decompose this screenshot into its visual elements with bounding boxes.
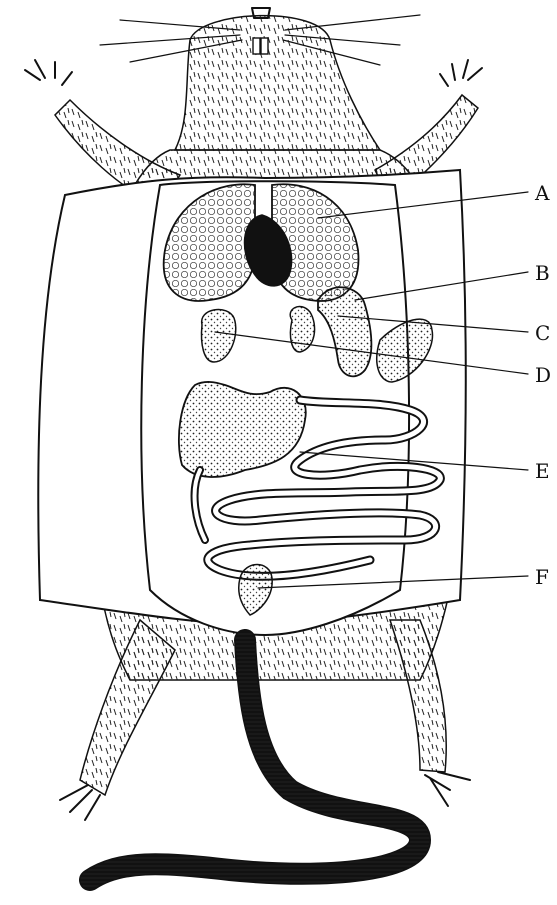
labels: A B C D E F: [534, 181, 551, 589]
label-a: A: [534, 181, 550, 205]
label-e: E: [535, 459, 550, 483]
label-f: F: [535, 565, 549, 589]
label-c: C: [535, 321, 550, 345]
label-d: D: [535, 363, 551, 387]
label-b: B: [535, 261, 550, 285]
